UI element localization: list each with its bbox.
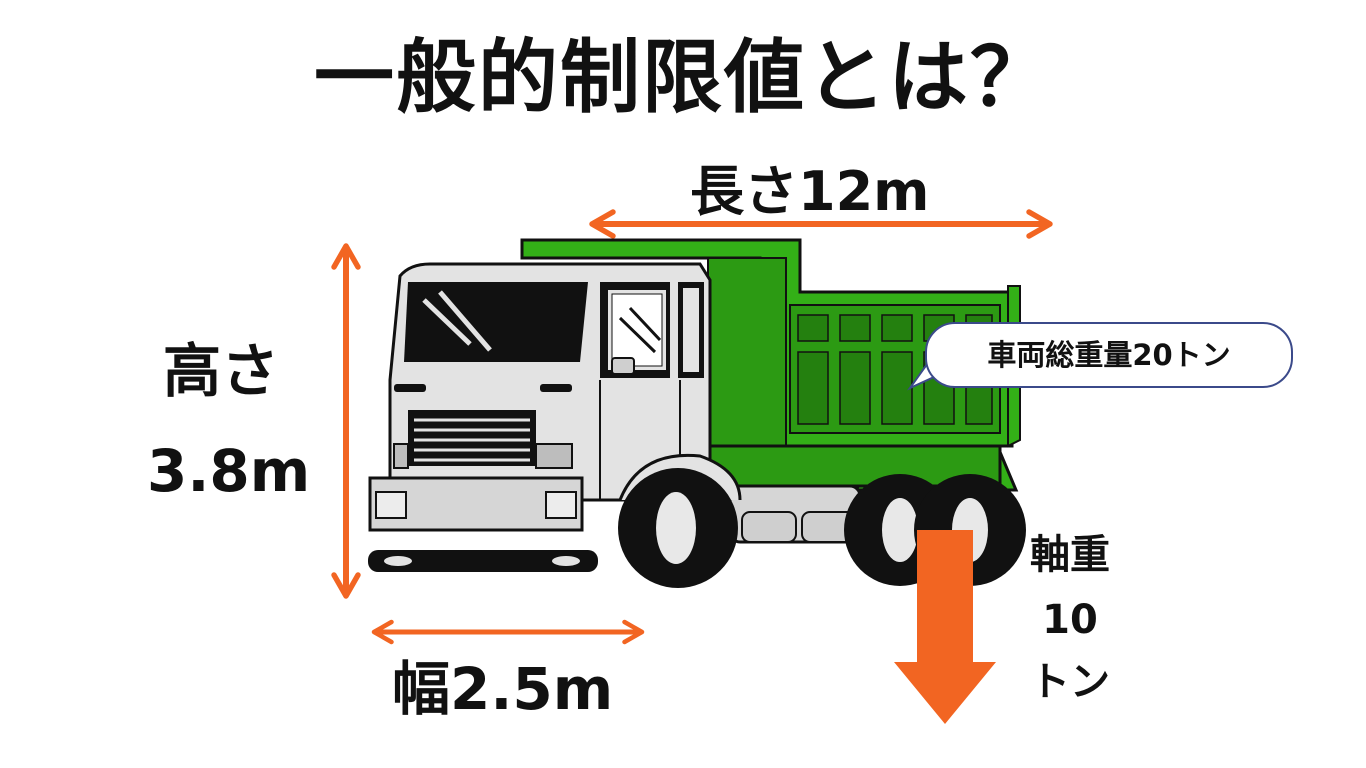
page-title: 一般的制限値とは？ [314, 31, 1052, 124]
gross-weight-bubble: 車両総重量20トン [925, 322, 1293, 388]
axle-load-arrow [894, 530, 996, 724]
gross-weight-text: 車両総重量20トン [987, 337, 1231, 372]
height-value: 3.8m [147, 437, 311, 505]
axle-weight-unit: トン [1030, 659, 1110, 705]
axle-weight-value: 10 [1042, 597, 1098, 643]
axle-weight-label: 軸重 [1030, 532, 1110, 578]
height-label: 高さ [163, 337, 280, 405]
length-label: 長さ12m [690, 160, 930, 223]
width-label: 幅2.5m [392, 655, 614, 723]
